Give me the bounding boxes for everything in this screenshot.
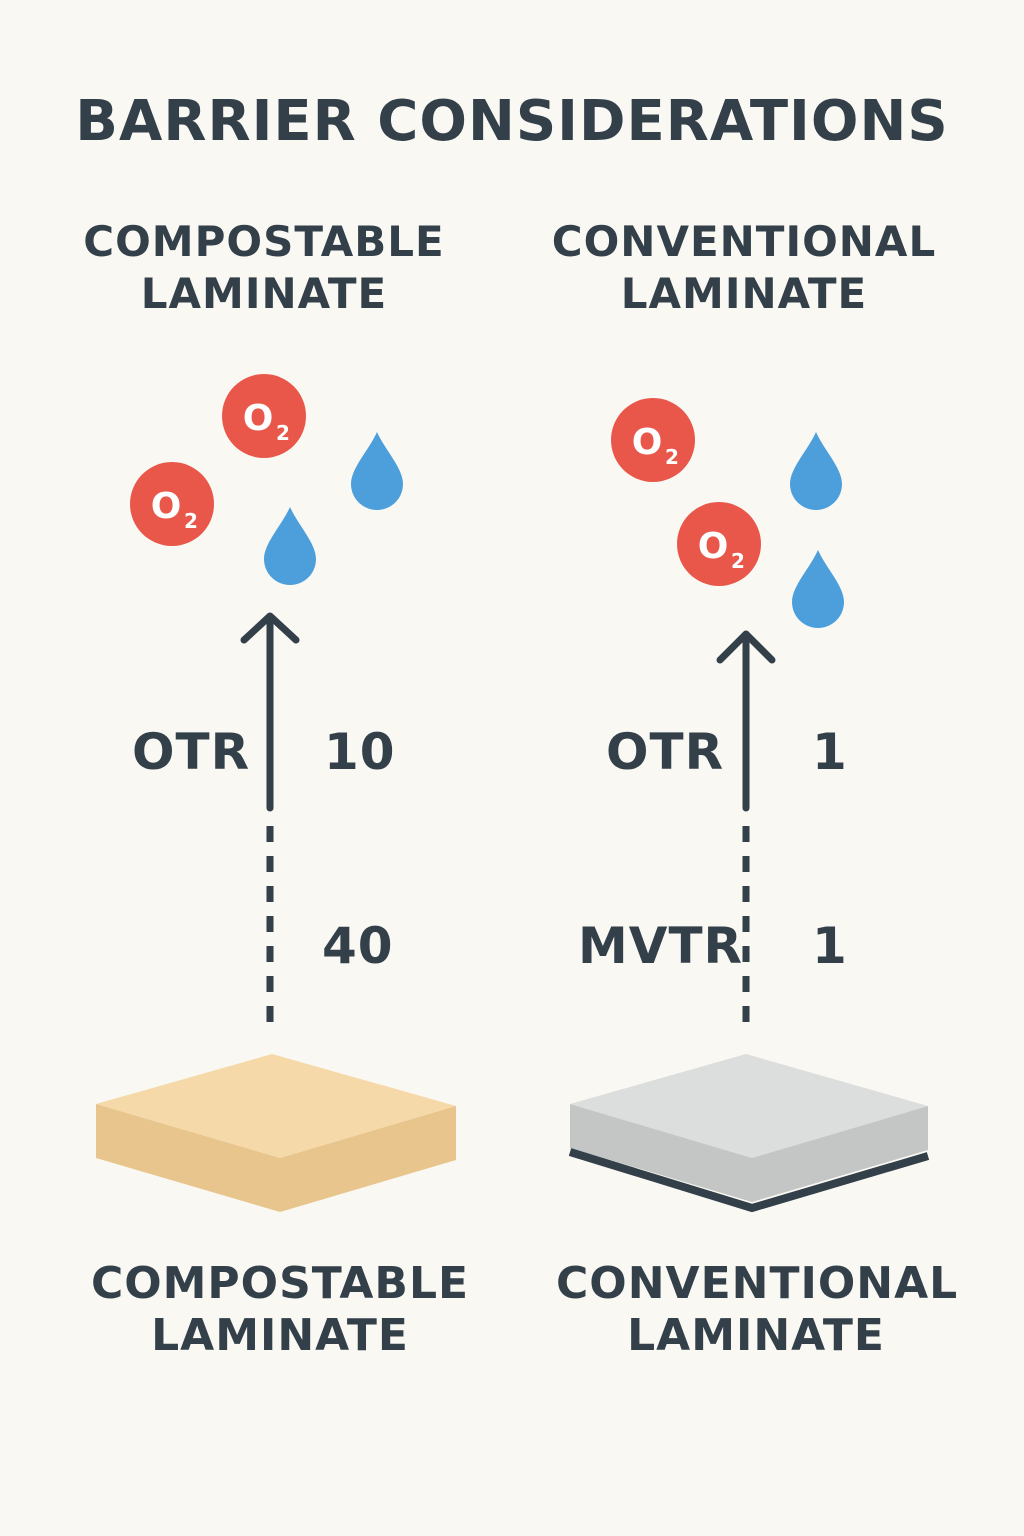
right-heading-line1: CONVENTIONAL bbox=[551, 217, 937, 266]
svg-text:O: O bbox=[698, 526, 729, 567]
svg-text:2: 2 bbox=[276, 421, 290, 445]
svg-text:O: O bbox=[151, 486, 182, 527]
water-drop-icon bbox=[792, 550, 844, 628]
water-drop-icon bbox=[790, 432, 842, 510]
right-footer-line2: LAMINATE bbox=[627, 1310, 885, 1361]
right-otr-label: OTR bbox=[606, 723, 725, 781]
oxygen-icon: O 2 bbox=[222, 374, 306, 458]
left-heading-line2: LAMINATE bbox=[140, 269, 388, 318]
svg-text:2: 2 bbox=[665, 445, 679, 469]
left-footer-line2: LAMINATE bbox=[151, 1310, 409, 1361]
svg-text:2: 2 bbox=[184, 509, 198, 533]
right-otr-value: 1 bbox=[812, 723, 848, 781]
right-heading: CONVENTIONAL LAMINATE bbox=[544, 216, 944, 320]
right-permeation-arrow bbox=[716, 630, 776, 1034]
left-footer: COMPOSTABLE LAMINATE bbox=[80, 1258, 480, 1362]
left-footer-line1: COMPOSTABLE bbox=[90, 1258, 470, 1309]
oxygen-icon: O 2 bbox=[677, 502, 761, 586]
left-heading: COMPOSTABLE LAMINATE bbox=[64, 216, 464, 320]
right-mvtr-value: 1 bbox=[812, 917, 848, 975]
right-footer-line1: CONVENTIONAL bbox=[556, 1258, 959, 1309]
compostable-laminate-slab bbox=[96, 1054, 456, 1212]
left-mvtr-value: 40 bbox=[322, 917, 394, 975]
left-otr-value: 10 bbox=[324, 723, 396, 781]
conventional-laminate-slab bbox=[568, 1054, 930, 1212]
right-mvtr-label: MVTR bbox=[578, 917, 744, 975]
oxygen-icon: O 2 bbox=[130, 462, 214, 546]
svg-text:O: O bbox=[632, 422, 663, 463]
svg-text:O: O bbox=[243, 398, 274, 439]
left-permeation-arrow bbox=[240, 612, 300, 1034]
right-heading-line2: LAMINATE bbox=[620, 269, 868, 318]
oxygen-icon: O 2 bbox=[611, 398, 695, 482]
water-drop-icon bbox=[264, 507, 316, 585]
svg-text:2: 2 bbox=[731, 549, 745, 573]
water-drop-icon bbox=[351, 432, 403, 510]
left-heading-line1: COMPOSTABLE bbox=[83, 217, 445, 266]
right-footer: CONVENTIONAL LAMINATE bbox=[556, 1258, 959, 1362]
page-title: BARRIER CONSIDERATIONS bbox=[75, 89, 949, 154]
left-otr-label: OTR bbox=[132, 723, 251, 781]
